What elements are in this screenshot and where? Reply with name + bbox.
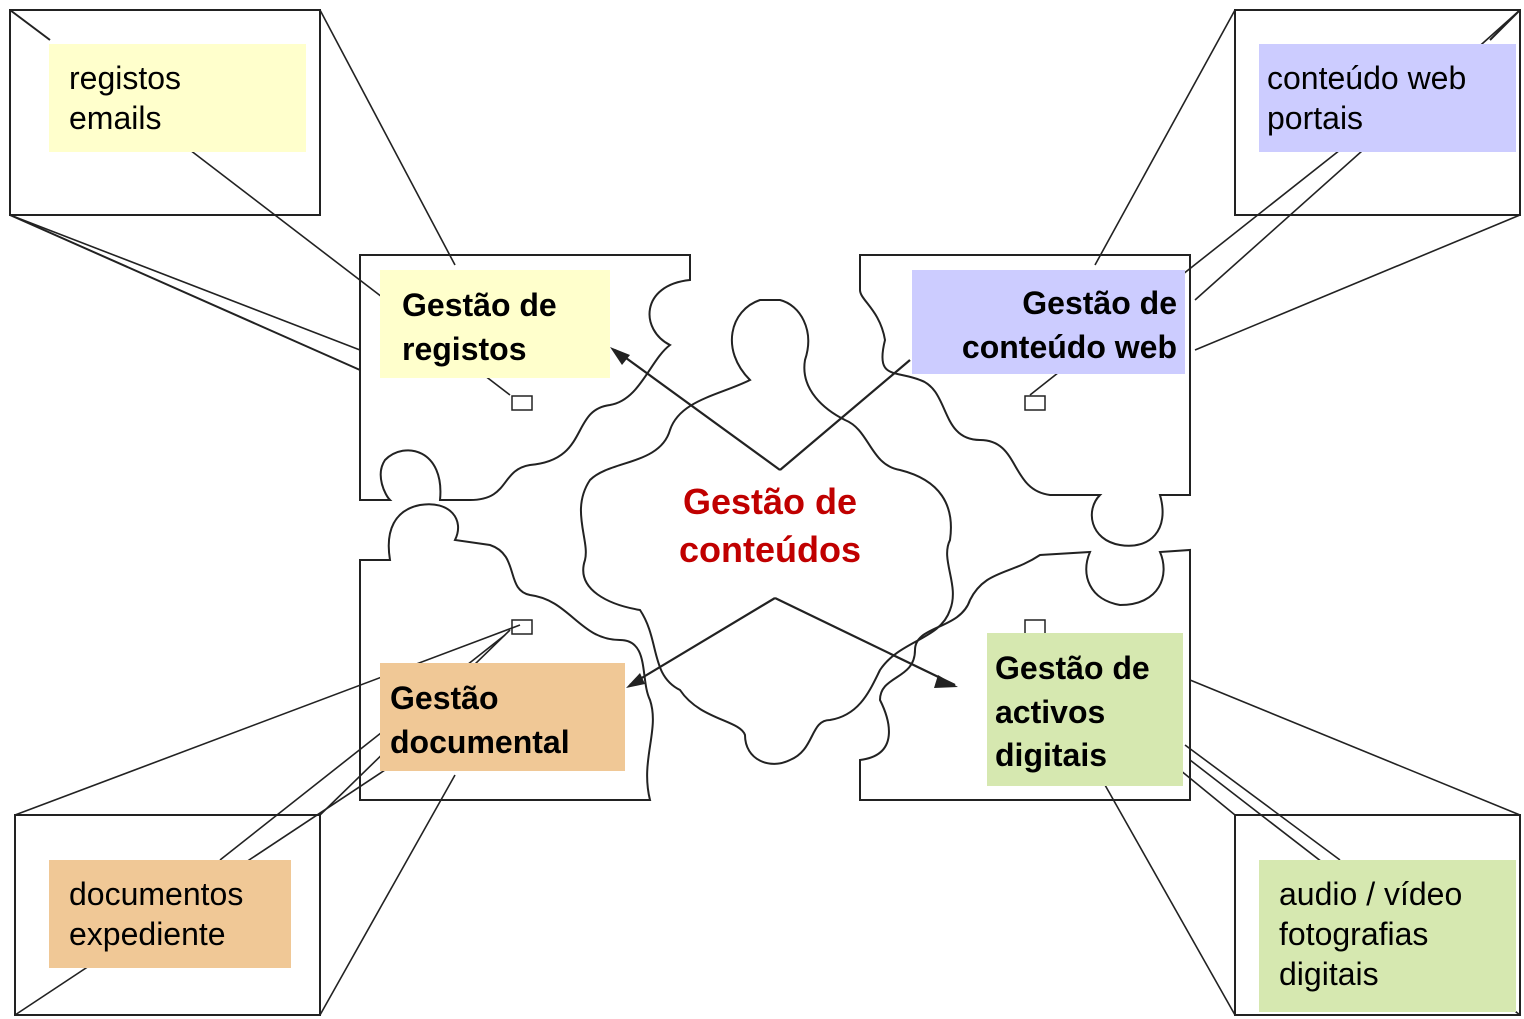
arrowhead-bottom-left: [626, 673, 645, 688]
activos-item: audio / vídeo: [1279, 876, 1463, 912]
label-registos-items: registos emails: [49, 44, 306, 152]
marker-top-left: [511, 395, 533, 411]
box-top-left: [9, 9, 361, 371]
puzzle-piece-bottom-left: [359, 503, 654, 801]
activos-item: digitais: [1279, 956, 1379, 992]
center-arrows: [614, 349, 956, 686]
puzzle-piece-top-left: [359, 254, 691, 501]
title-documental: Gestão documental: [380, 663, 625, 771]
puzzle-piece-bottom-right: [859, 548, 1191, 801]
puzzle-piece-top-right: [859, 254, 1191, 547]
title-web: Gestão de conteúdo web: [912, 270, 1185, 374]
marker-bottom-right: [1024, 619, 1046, 635]
label-web-items: conteúdo web portais: [1259, 44, 1516, 152]
arrowhead-bottom-right: [934, 675, 958, 688]
activos-item: fotografias: [1279, 916, 1429, 952]
title-activos: Gestão de activos digitais: [987, 633, 1183, 786]
arrowhead-top-left: [610, 347, 630, 365]
marker-top-right: [1024, 395, 1046, 411]
puzzle-piece-center: [580, 299, 954, 765]
title-registos: Gestão de registos: [380, 270, 610, 378]
label-documental-items: documentos expediente: [49, 860, 291, 968]
label-activos-items: audio / vídeo fotografias digitais: [1259, 860, 1516, 1012]
web-item: portais: [1267, 100, 1364, 136]
registos-item: registos: [69, 60, 182, 96]
registos-item: emails: [69, 100, 162, 136]
marker-bottom-left: [511, 619, 533, 635]
center-title: Gestão de conteúdos: [678, 481, 861, 570]
documental-item: documentos: [69, 876, 244, 912]
web-item: conteúdo web: [1267, 60, 1467, 96]
documental-item: expediente: [69, 916, 226, 952]
